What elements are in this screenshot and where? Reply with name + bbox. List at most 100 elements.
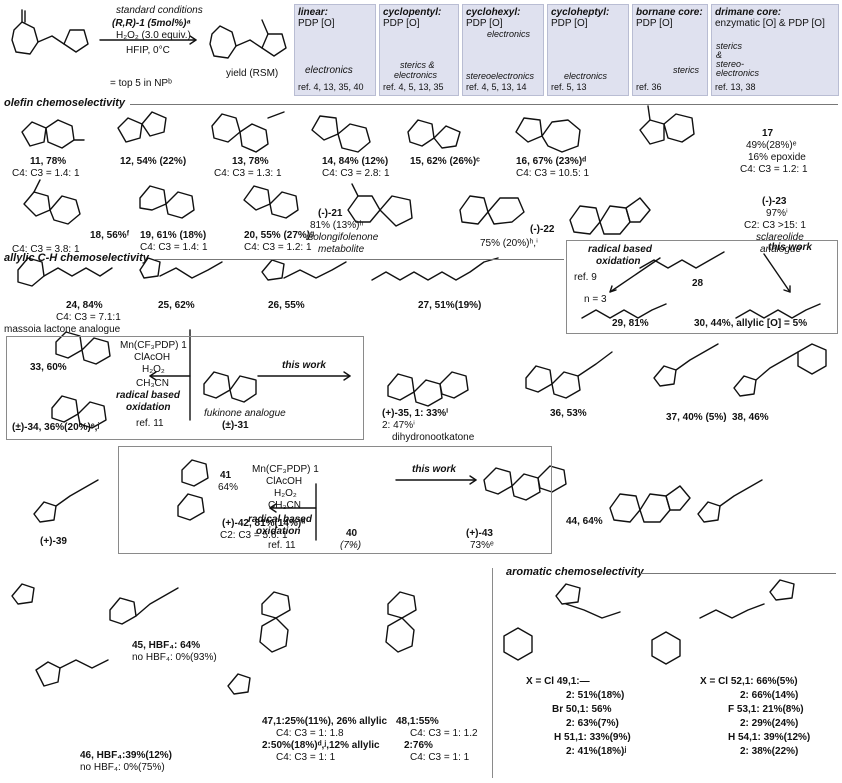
panel-cycloheptyl: cycloheptyl: PDP [O] electronics ref. 5,… (547, 4, 629, 96)
panel-sub: PDP [O] (383, 18, 420, 29)
yield-47b: 2:50%(18%)ᵈ,ʲ,12% allylic (262, 740, 380, 751)
yield-23: 97%ⁱ (766, 208, 788, 219)
panel-note: electronics (716, 68, 760, 78)
box39-reagent-2: ClAcOH (266, 476, 303, 487)
compound-27: 27, 51%(19%) (418, 300, 482, 311)
compound-23: (-)-23 (762, 196, 787, 207)
yield-48b: 2:76% (404, 740, 433, 751)
compound-29: 29, 81% (612, 318, 649, 329)
aromatic-53-r2: 2: 29%(24%) (740, 718, 799, 729)
compound-21: (-)-21 (318, 208, 343, 219)
compound-43: 44, 64% (566, 516, 603, 527)
box39-reagent-4: CH₃CN (268, 500, 301, 511)
compound-45: 45, HBF₄: 64% (132, 640, 201, 651)
section-title-olefin: olefin chemoselectivity (4, 97, 126, 109)
reagent-2: ClAcOH (134, 352, 171, 363)
section-title-aromatic: aromatic chemoselectivity (506, 566, 644, 578)
box31-oxidation: oxidation (126, 402, 171, 413)
ratio-16: C4: C3 = 10.5: 1 (516, 168, 590, 179)
box39-ref11: ref. 11 (268, 540, 296, 551)
panel-cyclohexyl: cyclohexyl: PDP [O] electronics stereoel… (462, 4, 544, 96)
aromatic-54-r2: 2: 38%(22%) (740, 746, 799, 757)
compound-17: 17 (762, 128, 774, 139)
panel-note: electronics (305, 65, 353, 76)
name-24: massoia lactone analogue (4, 324, 121, 335)
panel-bornane: bornane core: PDP [O] sterics ref. 36 (632, 4, 708, 96)
box28-oxidation: oxidation (596, 256, 641, 267)
compound-38: (+)-39 (40, 536, 67, 547)
compound-30: 30, 44%, allylic [O] = 5% (694, 318, 808, 329)
box31-ref11: ref. 11 (136, 418, 164, 429)
panel-linear: linear: PDP [O] electronics ref. 4, 13, … (294, 4, 376, 96)
aromatic-52: X = Cl 52,1: 66%(5%) (700, 676, 798, 687)
panel-ref: ref. 4, 13, 35, 40 (298, 82, 364, 92)
n-equals-3: n = 3 (584, 294, 607, 305)
compound-14: 14, 84% (12%) (322, 156, 389, 167)
ratio-11: C4: C3 = 1.4: 1 (12, 168, 80, 179)
compound-22: (-)-22 (530, 224, 555, 235)
compound-31: (±)-31 (222, 420, 249, 431)
box-31 (6, 336, 364, 440)
condition-line-2: (R,R)-1 (5mol%)ᵃ (112, 18, 191, 29)
panel-title: cycloheptyl: (551, 7, 610, 18)
compound-37: 38, 46% (732, 412, 769, 423)
aromatic-50-r2: 2: 63%(7%) (566, 718, 619, 729)
compound-46: 46, HBF₄:39%(12%) (80, 750, 173, 761)
yield-21: 81% (13%)ʰ (310, 220, 364, 231)
compound-48: 48,1:55% (396, 716, 439, 727)
yield-41: C2: C3 = 5.6: 1 (220, 530, 288, 541)
section-rule (154, 259, 564, 260)
panel-title: cyclopentyl: (383, 7, 442, 18)
reagent-4: CH₃CN (136, 378, 169, 389)
ratio-48b: C4: C3 = 1: 1 (410, 752, 470, 763)
yield-22: 75% (20%)ʰ,ⁱ (480, 238, 538, 249)
compound-32: 33, 60% (30, 362, 67, 373)
panel-ref: ref. 13, 38 (715, 82, 756, 92)
panel-note: electronics (564, 71, 608, 81)
aromatic-49: X = Cl 49,1:— (526, 676, 590, 687)
section-rule (640, 573, 836, 574)
box-28 (566, 240, 838, 334)
name-21b: metabolite (318, 244, 365, 255)
panel-title: bornane core: (636, 7, 703, 18)
compound-36: 37, 40% (5%) (666, 412, 727, 423)
section-title-allylic: allylic C-H chemoselectivity (4, 252, 149, 264)
compound-15: 15, 62% (26%)ᶜ (410, 156, 480, 167)
allylic-34: 2: 47%ⁱ (382, 420, 415, 431)
panel-ref: ref. 36 (636, 82, 662, 92)
panel-note: sterics (716, 41, 743, 51)
aromatic-51: H 51,1: 33%(9%) (554, 732, 631, 743)
panel-note: electronics (487, 29, 531, 39)
ratio-20: C4: C3 = 1.2: 1 (244, 242, 312, 253)
name-21a: isolongifolenone (306, 232, 379, 243)
ratio-18: C4: C3 = 3.8: 1 (12, 244, 80, 255)
panel-note: sterics (673, 65, 700, 75)
yield-17: 49%(28%)ᵉ (746, 140, 797, 151)
compound-28: 28 (692, 278, 704, 289)
box28-ref9: ref. 9 (574, 272, 597, 283)
ratio-47a: C4: C3 = 1: 1.8 (276, 728, 344, 739)
panel-sub: PDP [O] (466, 18, 503, 29)
panel-ref: ref. 4, 5, 13, 14 (466, 82, 527, 92)
ratio-19: C4: C3 = 1.4: 1 (140, 242, 208, 253)
panel-ref: ref. 4, 5, 13, 35 (383, 82, 444, 92)
panel-title: cyclohexyl: (466, 7, 521, 18)
box-39 (118, 446, 552, 554)
cmpd-label: 11, 78% (30, 156, 67, 167)
name-31: fukinone analogue (204, 408, 286, 419)
panel-note: electronics (394, 70, 438, 80)
box39-radical: radical based (248, 514, 312, 525)
panel-ref: ref. 5, 13 (551, 82, 587, 92)
ratio-23: C2: C3 >15: 1 (744, 220, 806, 231)
condition-line-3: H₂O₂ (3.0 equiv.) (116, 30, 191, 41)
compound-19: 19, 61% (18%) (140, 230, 207, 241)
name-23b: analogue (760, 244, 802, 255)
aromatic-51-r2: 2: 41%(18%)ʲ (566, 746, 627, 757)
compound-16: 16, 67% (23%)ᵈ (516, 156, 587, 167)
ratio-24: C4: C3 = 7.1:1 (56, 312, 121, 323)
panel-drimane: drimane core: enzymatic [O] & PDP [O] st… (711, 4, 839, 96)
compound-25: 25, 62% (158, 300, 195, 311)
panel-note: & (716, 50, 723, 60)
compound-26: 26, 55% (268, 300, 305, 311)
aromatic-box (492, 568, 839, 778)
